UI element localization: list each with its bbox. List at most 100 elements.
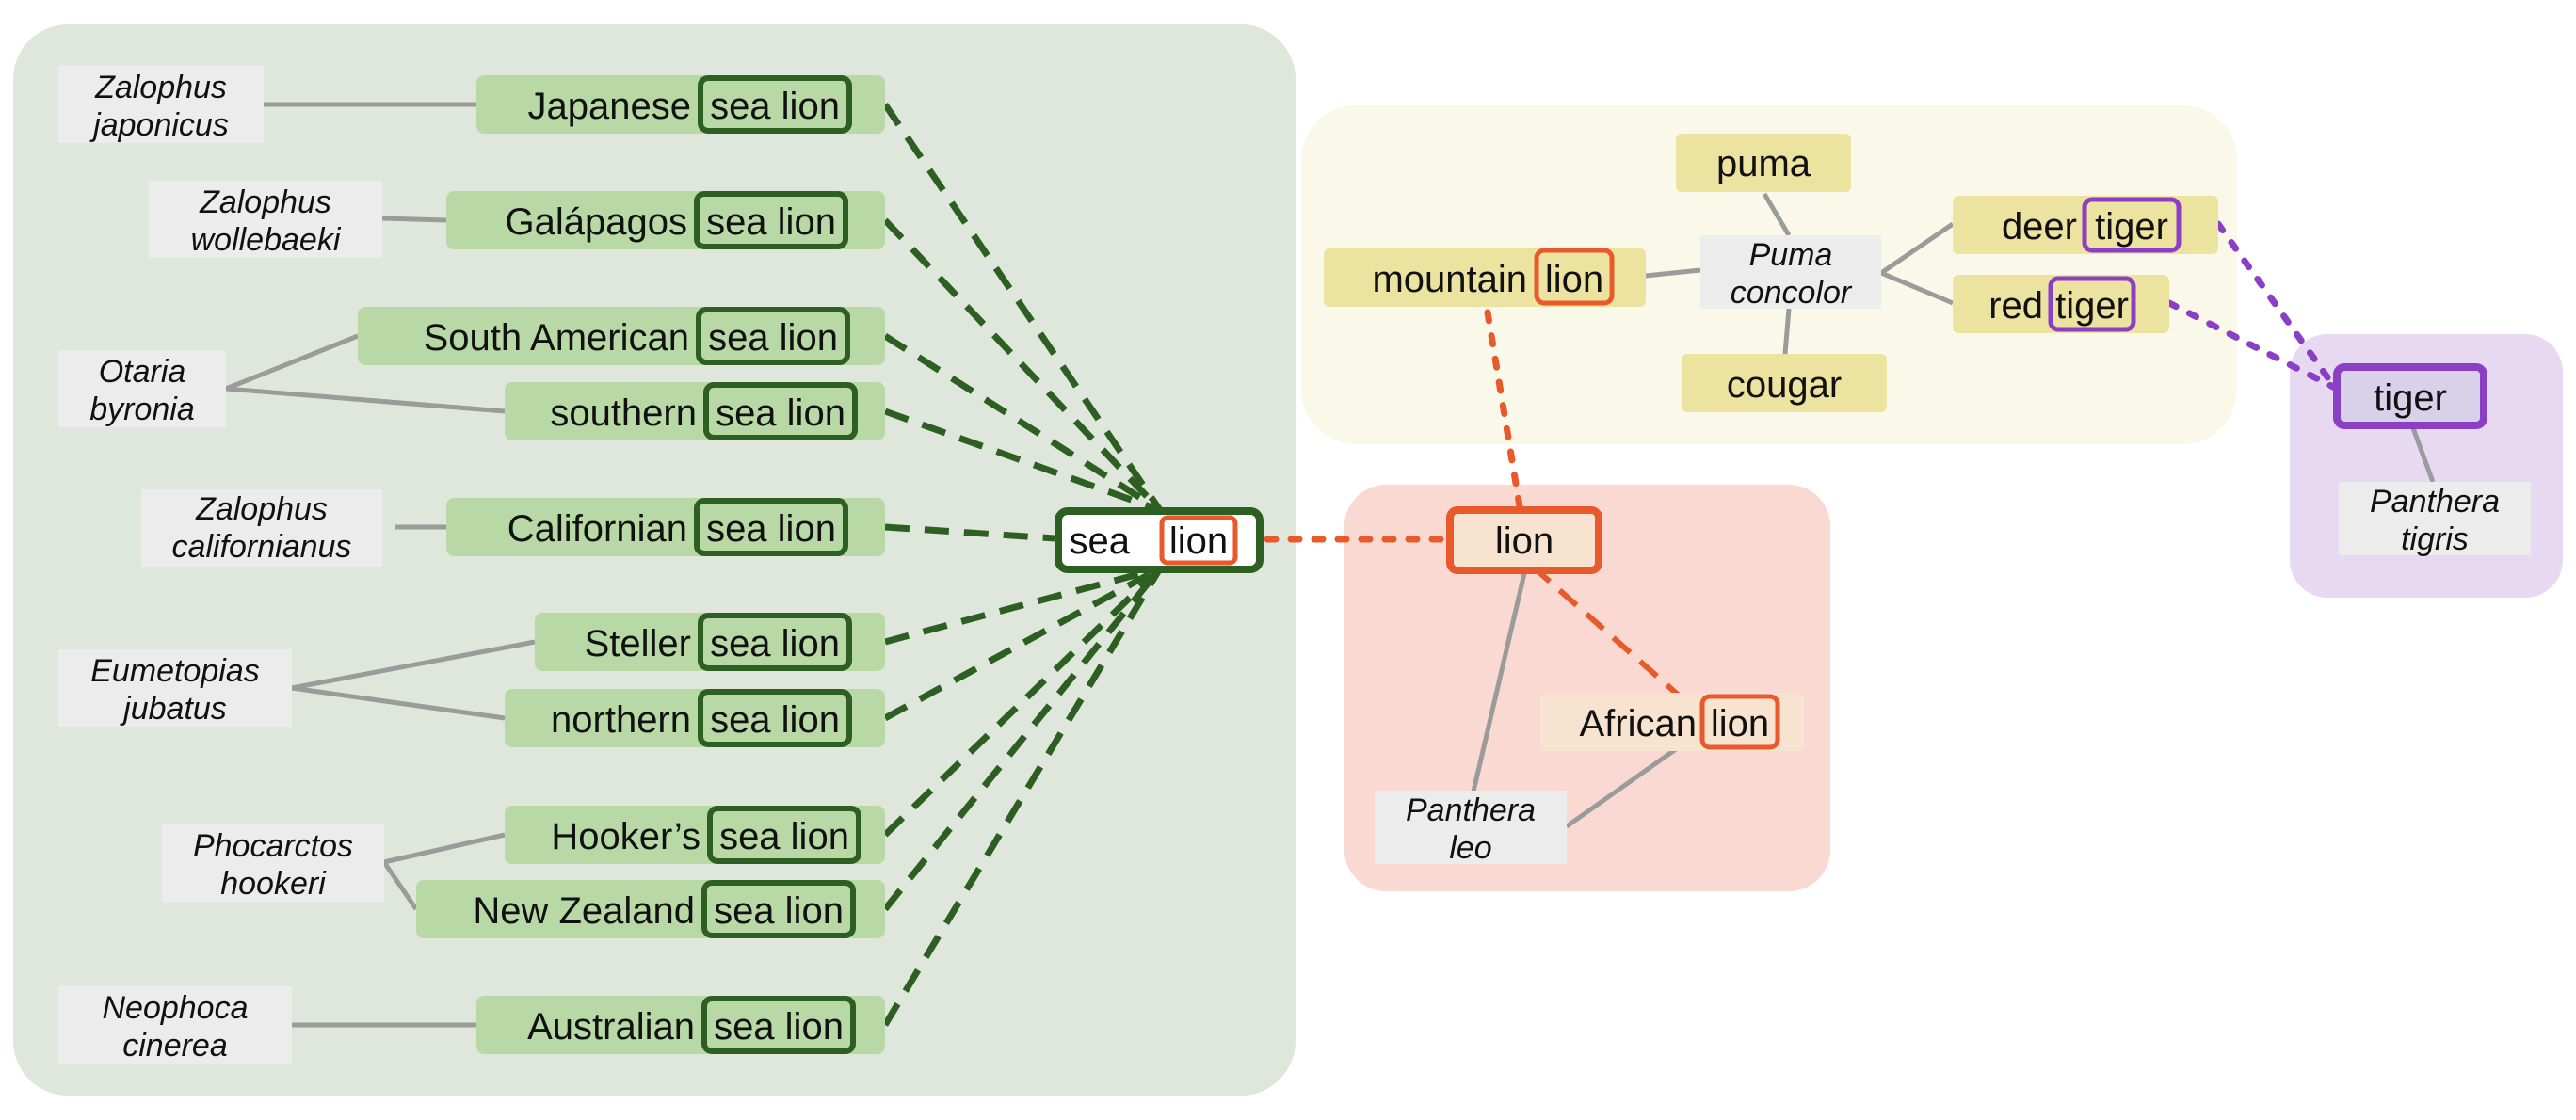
sea-lion-species-south-american: South American sea lion [358,307,885,365]
hub-suffix: lion [1169,520,1228,562]
svg-text:Phocarctos: Phocarctos [193,828,353,864]
species-suffix: sea lion [710,623,840,664]
species-suffix: sea lion [708,317,838,359]
mountain-lion-to-lion-edge [1484,309,1523,510]
sea-lion-species-japanese: Japanese sea lion [476,75,885,134]
sea-lion-species-new-zealand: New Zealand sea lion [416,880,885,938]
deer-tiger-suffix-box [2082,197,2182,253]
lion-panel [1344,485,1830,891]
svg-text:Panthera: Panthera [2370,484,2500,520]
sci-name-panthera-leo: Panthera leo [1375,791,1567,866]
svg-text:lion: lion [1495,520,1554,562]
sea-lion-hub-node: sea lion [1055,507,1264,573]
sci-name-zalophus-wollebaeki: Zalophus wollebaeki [149,181,382,258]
svg-text:Zalophus: Zalophus [94,70,227,105]
species-prefix: Galápagos [506,201,687,243]
species-suffix: sea lion [706,508,836,550]
svg-text:Puma: Puma [1749,237,1833,273]
svg-text:wollebaeki: wollebaeki [191,222,342,258]
sea-lion-suffix-box [703,382,858,440]
lion-to-african-lion-edge [1531,564,1680,697]
svg-text:californianus: californianus [172,529,352,565]
african-lion-node: African lion [1540,693,1804,751]
species-suffix: sea lion [706,201,836,243]
sea-lion-suffix-box [696,307,850,365]
sea-lion-suffix-box [707,806,861,864]
sea-lion-species-steller: Steller sea lion [535,613,885,671]
species-prefix: Californian [507,508,687,550]
species-pill [446,498,885,556]
species-pill [505,382,885,440]
sea-lion-taxonomy-edges [225,102,536,1028]
sea-lion-species-southern: southern sea lion [505,382,885,440]
red-tiger-suffix-box [2048,276,2136,332]
sci-name-otaria-byronia: Otaria byronia [58,350,226,427]
species-suffix: sea lion [714,890,844,932]
species-pill [505,689,885,747]
species-suffix: sea lion [716,392,845,434]
svg-text:puma: puma [1716,143,1811,184]
sea-lion-suffix-box [701,996,856,1054]
tiger-node: tiger [2333,363,2487,429]
species-prefix: Japanese [528,86,691,127]
svg-text:Neophoca: Neophoca [102,990,248,1026]
svg-text:japonicus: japonicus [89,107,229,143]
lion-node: lion [1446,506,1602,574]
sea-lion-species-californian: Californian sea lion [446,498,885,556]
sea-lion-suffix-box [694,191,848,249]
svg-text:tiger: tiger [2374,377,2447,419]
species-pill [446,191,885,249]
species-suffix: sea lion [710,699,840,741]
sci-name-phocarctos-hookeri: Phocarctos hookeri [162,824,384,902]
species-prefix: Hooker’s [551,816,700,857]
cougar-node: cougar [1682,354,1887,412]
sci-name-puma-concolor: Puma concolor [1700,235,1881,311]
red-tiger-to-tiger-edge [2165,299,2339,392]
sci-name-zalophus-californianus: Zalophus californianus [141,489,382,567]
svg-text:Eumetopias: Eumetopias [90,653,260,689]
sea-lion-species-northern: northern sea lion [505,689,885,747]
species-prefix: South American [424,317,689,359]
species-prefix: northern [551,699,691,741]
species-suffix: sea lion [710,86,840,127]
sea-lion-species-australian: Australian sea lion [476,996,885,1054]
hub-lion-box [1159,515,1238,566]
sci-name-panthera-tigris: Panthera tigris [2339,482,2531,557]
svg-text:tigris: tigris [2401,521,2469,557]
svg-text:African: African [1580,703,1698,744]
species-suffix: sea lion [714,1006,844,1048]
sci-name-zalophus-japonicus: Zalophus japonicus [58,66,264,143]
svg-text:jubatus: jubatus [120,691,227,727]
svg-text:mountain: mountain [1372,259,1527,300]
red-tiger-node: red tiger [1953,275,2169,333]
species-pill [476,996,885,1054]
svg-text:deer: deer [2002,206,2077,248]
puma-node: puma [1676,134,1851,192]
svg-text:red: red [1988,285,2043,327]
svg-text:cinerea: cinerea [122,1028,228,1064]
mountain-lion-suffix-box [1534,248,1615,306]
african-lion-suffix-box [1699,694,1780,750]
svg-text:Otaria: Otaria [99,354,186,390]
sea-lion-species-hookers: Hooker’s sea lion [505,806,885,864]
svg-text:tiger: tiger [2095,206,2168,248]
sea-lion-suffix-box [698,75,852,134]
species-prefix: Steller [585,623,691,664]
sea-lion-suffix-box [698,689,852,747]
sea-lion-species-galapagos: Galápagos sea lion [446,191,885,249]
sci-name-eumetopias-jubatus: Eumetopias jubatus [58,649,292,727]
svg-text:Zalophus: Zalophus [195,491,328,527]
sci-name-neophoca-cinerea: Neophoca cinerea [58,986,292,1064]
species-prefix: Australian [527,1006,695,1048]
svg-text:byronia: byronia [89,392,195,427]
species-prefix: New Zealand [473,890,695,932]
species-pill [476,75,885,134]
sea-lion-suffix-box [698,613,852,671]
other-taxonomy-edges [1470,192,2436,829]
svg-text:lion: lion [1711,703,1769,744]
hub-prefix: sea [1070,520,1131,562]
svg-text:Zalophus: Zalophus [199,184,331,220]
mountain-lion-node: mountain lion [1324,248,1646,307]
species-pill [416,880,885,938]
